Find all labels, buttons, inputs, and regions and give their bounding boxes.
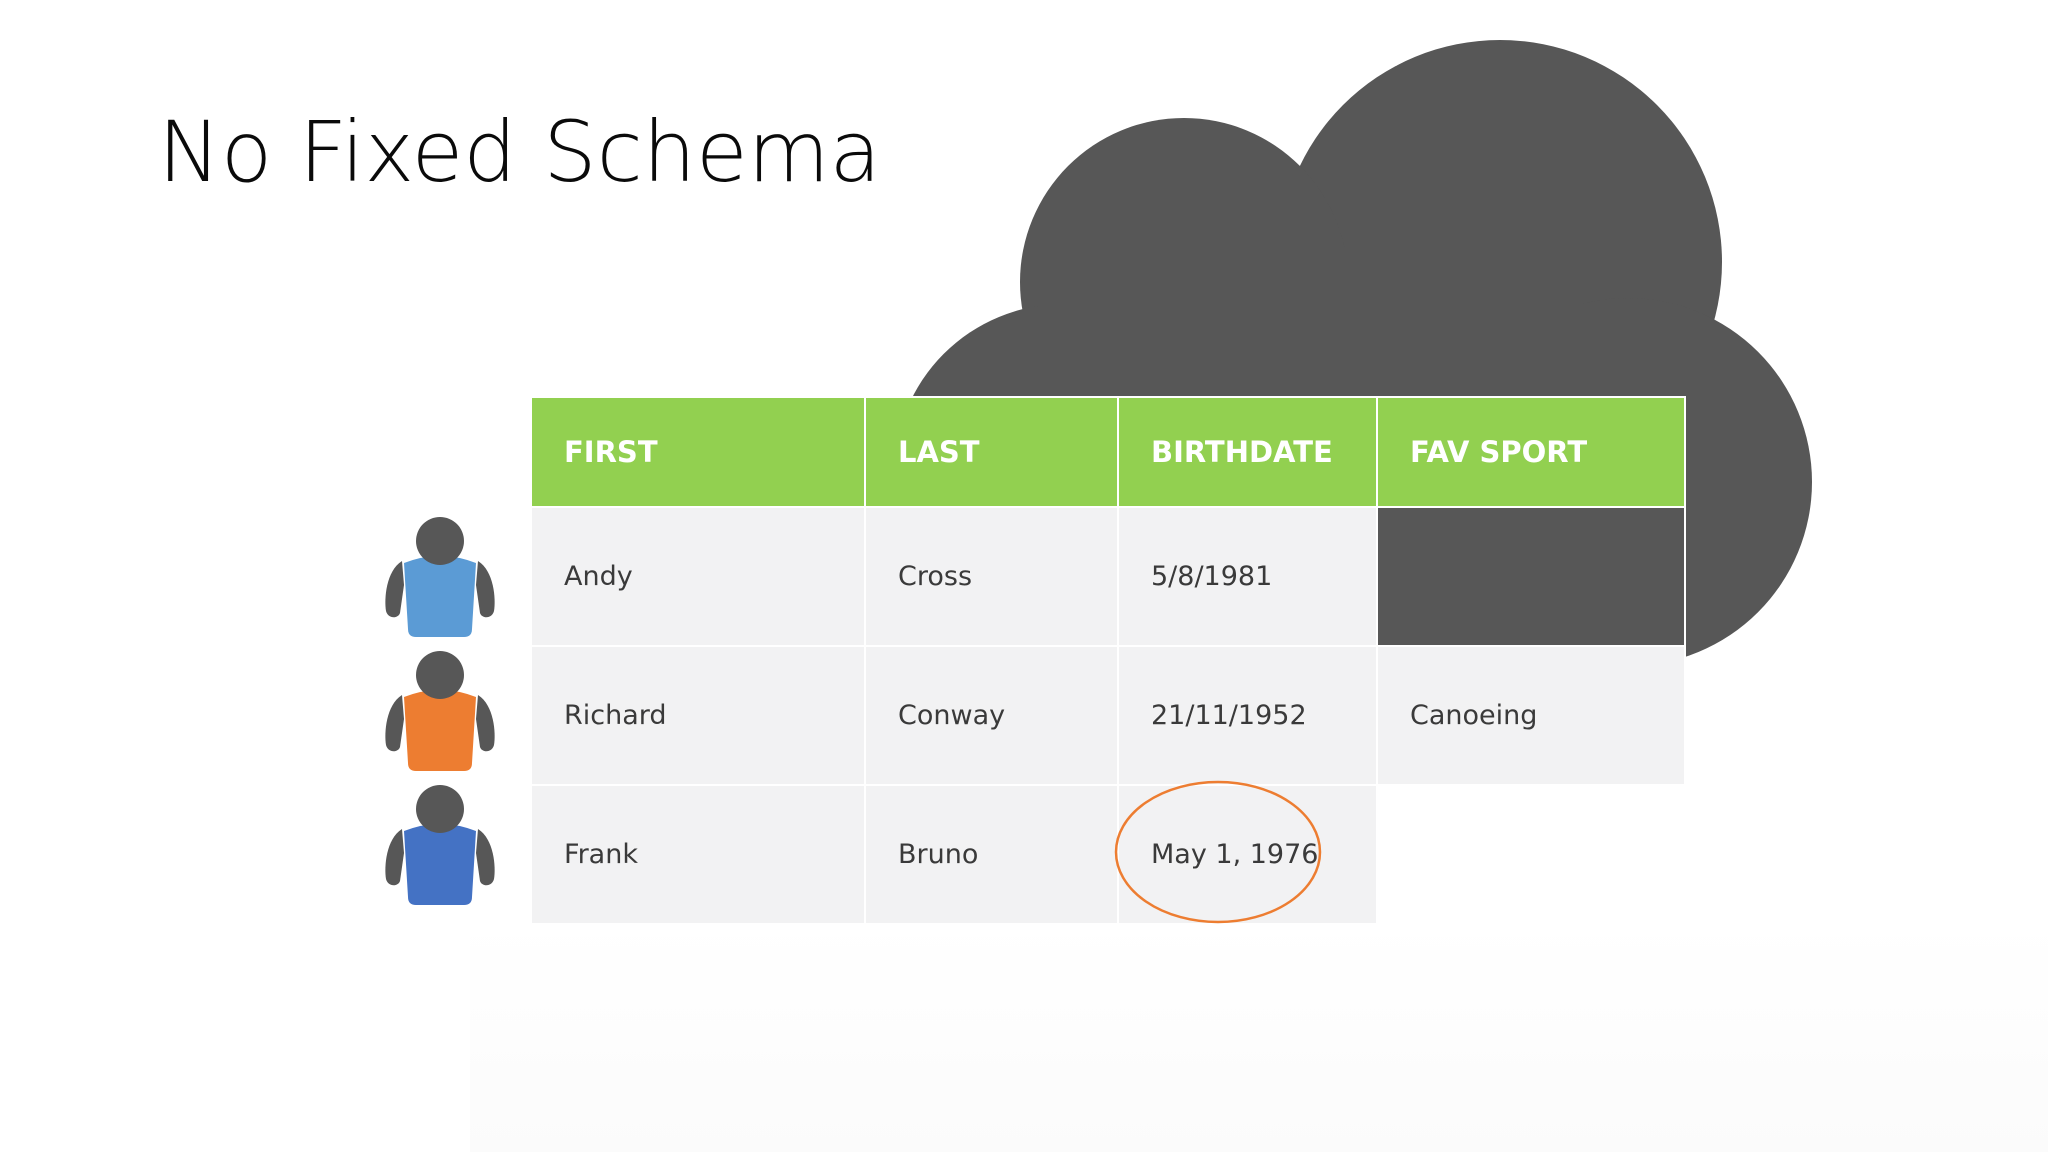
header-first: FIRST — [530, 396, 866, 508]
slide-title: No Fixed Schema — [158, 103, 882, 201]
header-last: LAST — [864, 396, 1119, 508]
header-fav-sport: FAV SPORT — [1376, 396, 1686, 508]
schema-table: FIRST LAST BIRTHDATE FAV SPORT Andy Cros… — [530, 396, 1686, 925]
bottom-shade — [470, 920, 2048, 1152]
cell-last: Conway — [864, 645, 1119, 786]
cell-last: Cross — [864, 506, 1119, 647]
people-icons — [380, 515, 500, 915]
cell-first: Richard — [530, 645, 866, 786]
cell-last: Bruno — [864, 784, 1119, 925]
table-row: Andy Cross 5/8/1981 — [530, 506, 1686, 647]
person-icon — [385, 785, 495, 905]
cell-birthdate-highlighted: May 1, 1976 — [1117, 784, 1378, 925]
person-icon — [385, 651, 495, 771]
cell-first: Frank — [530, 784, 866, 925]
header-birthdate: BIRTHDATE — [1117, 396, 1378, 508]
cell-first: Andy — [530, 506, 866, 647]
cell-birthdate: 21/11/1952 — [1117, 645, 1378, 786]
cell-birthdate: 5/8/1981 — [1117, 506, 1378, 647]
person-icon — [385, 517, 495, 637]
table-row: Frank Bruno May 1, 1976 — [530, 784, 1685, 925]
cell-fav-sport: Canoeing — [1376, 645, 1686, 786]
table-row: Richard Conway 21/11/1952 Canoeing — [530, 645, 1686, 786]
cell-fav-sport-empty — [1376, 506, 1686, 647]
cell-fav-sport-empty — [1377, 785, 1685, 924]
table-header-row: FIRST LAST BIRTHDATE FAV SPORT — [530, 396, 1686, 508]
